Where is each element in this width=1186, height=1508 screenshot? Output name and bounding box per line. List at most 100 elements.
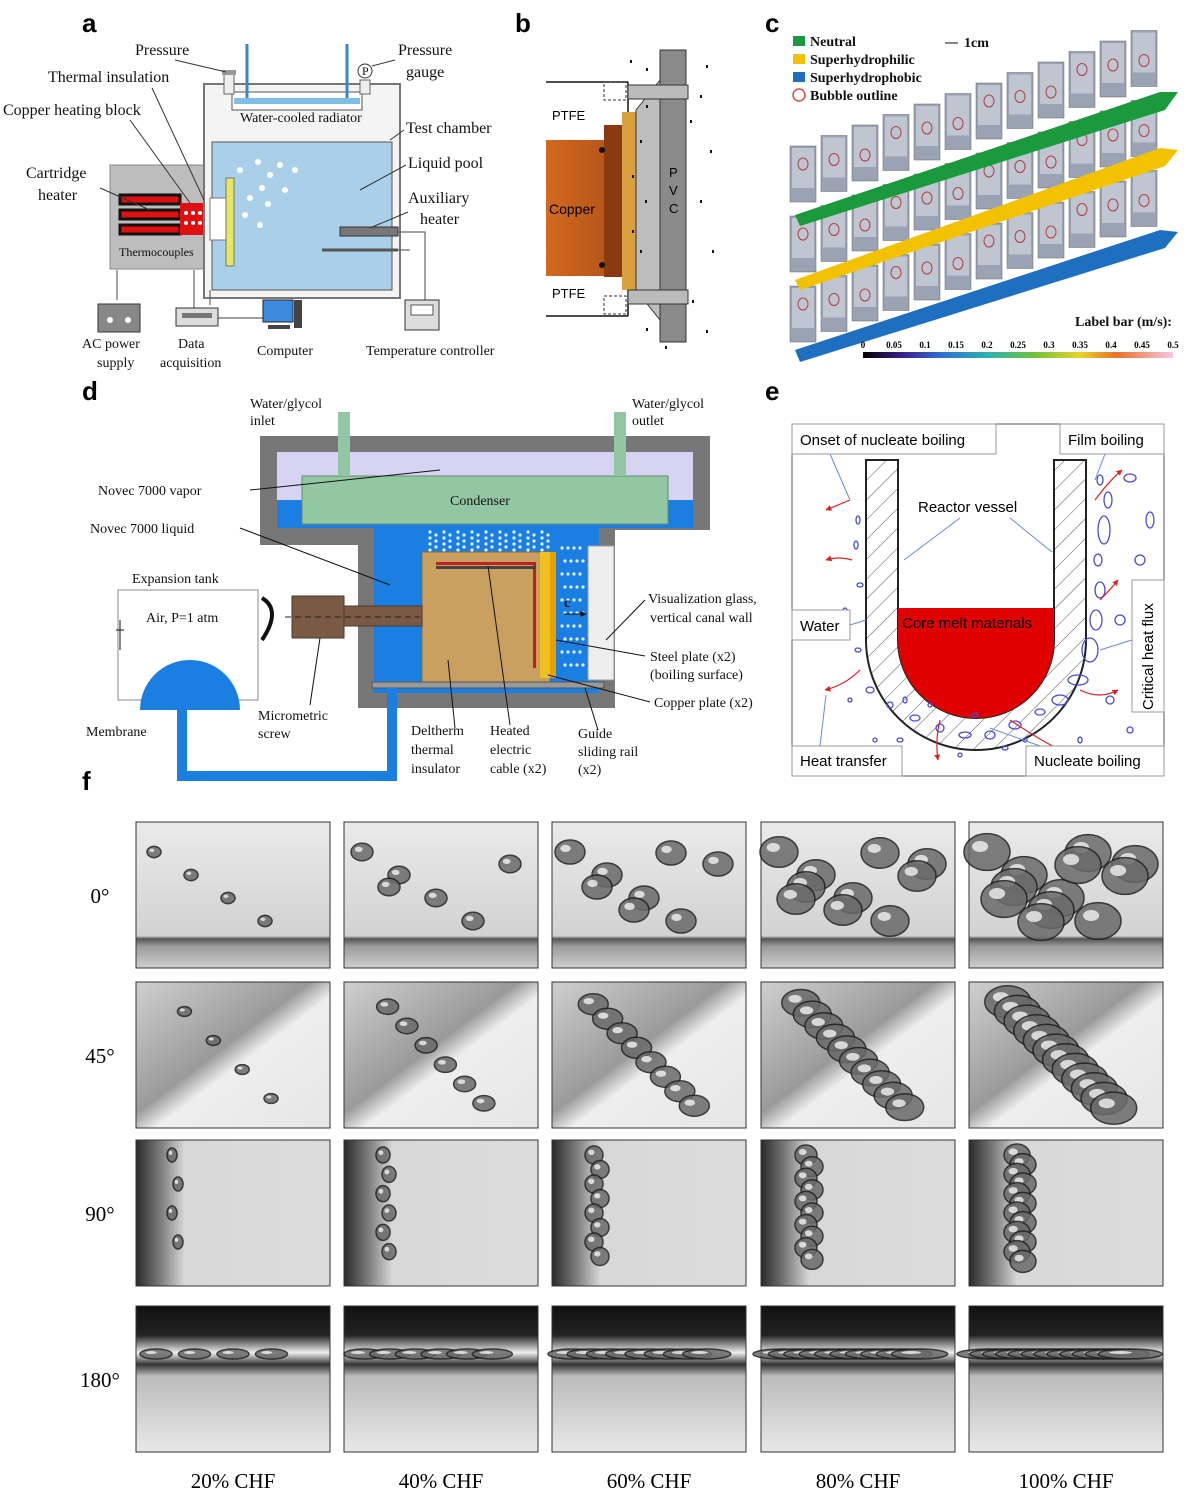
label-condenser: Condenser [450,494,510,509]
bubble [980,879,1028,919]
svg-text:cable (x2): cable (x2) [490,762,547,777]
boiling-image [963,821,1164,969]
label-liquid-pool: Liquid pool [408,155,484,172]
legend-swatch-superhydrophobic [793,72,805,82]
vapor-bubbles [237,159,298,228]
colorbar-title: Label bar (m/s): [1075,315,1172,330]
bubble [1054,845,1102,885]
bubble-outline [921,121,933,135]
frames-superhydrophobic [789,170,1158,343]
bubble [414,1036,438,1054]
copper-surface [604,125,626,277]
liquid-pool [211,141,393,291]
panel-a-leaders [99,59,409,229]
colorbar-tick: 0.3 [1043,340,1055,350]
heated-surface [225,177,235,267]
row-label: 0° [91,884,110,908]
label-guide-rail: Guide [578,727,612,742]
bubble [1093,553,1103,567]
bubble [872,737,878,743]
image-grid [135,821,1164,1453]
svg-text:screw: screw [258,727,292,742]
boiling-image [135,981,331,1129]
legend-superhydrophilic: Superhydrophilic [810,53,915,68]
bubble-outline [1138,54,1150,67]
bubble [847,697,853,703]
row-label: 180° [80,1368,120,1392]
bubble [234,1063,250,1076]
bubble-outline [890,266,902,279]
svg-text:inlet: inlet [250,414,275,429]
arrow-superhydrophobic [795,230,1178,362]
label-steel-plate: Steel plate (x2) [650,650,736,665]
coolant-outlet-pipe [614,412,626,476]
label-expansion-tank: Expansion tank [132,572,219,587]
label-coolant-outlet: Water/glycol [632,397,704,412]
panel-letter-c: c [765,8,779,38]
bubble [896,737,904,743]
label-air: Air, P=1 atm [146,611,218,626]
heated-cable-side [533,562,536,668]
pressure-gauge-icon [357,63,373,79]
label-data-acquisition: Data [178,337,205,352]
svg-text:heater: heater [38,187,78,204]
bubble [381,1165,397,1184]
bubble-outline [1107,128,1119,142]
svg-text:thermal: thermal [411,743,454,758]
svg-text:supply: supply [97,356,134,371]
copper-plate [540,552,552,678]
legend-bubble-outline: Bubble outline [810,89,898,104]
bubble [854,647,862,653]
computer-icon [262,299,294,323]
svg-text:acquisition: acquisition [160,356,221,371]
bubble [853,540,859,550]
colorbar-tick: 0.5 [1167,340,1179,350]
bubble [472,1094,496,1112]
colorbar-tick: 0.25 [1010,340,1026,350]
bubble [958,731,972,739]
bubble [1096,474,1104,486]
label-membrane: Membrane [86,725,147,740]
boiling-image [551,1139,747,1287]
svg-text:C: C [669,201,678,216]
scale-label: 1cm [964,36,989,51]
auxiliary-heater [339,226,399,237]
bubble-outline [797,297,809,311]
svg-text:insulator: insulator [411,762,460,777]
boiling-image [760,1139,956,1287]
bubble [263,1092,279,1105]
bubble-outline [859,218,871,232]
boiling-bubbles [842,473,1155,758]
label-reactor-vessel: Reactor vessel [918,499,1017,516]
bubble [1105,695,1115,705]
bubble [1001,745,1009,751]
label-ac-power: AC power [82,337,140,352]
legend-swatch-neutral [793,36,805,46]
panel-b: b PTFE PTFE Copper P V C [515,8,714,349]
panel-e-leaders [819,453,1133,747]
bubble [433,1056,458,1074]
bubble [890,1348,949,1360]
bubble [205,1034,222,1047]
label-ptfe-bottom: PTFE [552,286,586,301]
arrow-neutral [795,92,1178,226]
legend-neutral: Neutral [810,35,856,50]
bubble [1103,491,1113,509]
boiling-image [343,821,539,969]
bubble-outline [797,157,809,171]
label-pressure: Pressure [135,42,189,59]
svg-text:sliding rail: sliding rail [578,745,638,760]
row-label: 90° [85,1202,114,1226]
label-cartridge-heater: Cartridge [26,165,86,182]
bubble [590,1246,610,1267]
label-thermocouples: Thermocouples [119,245,194,259]
bubble [957,752,963,758]
bubble [1051,694,1069,706]
label-deltherm: Deltherm [411,724,464,739]
bubble [1089,1091,1138,1126]
label-film-boiling: Film boiling [1068,432,1144,449]
bubble [381,1242,397,1261]
bubble-outline [1076,203,1088,216]
legend-swatch-bubble [792,88,806,102]
